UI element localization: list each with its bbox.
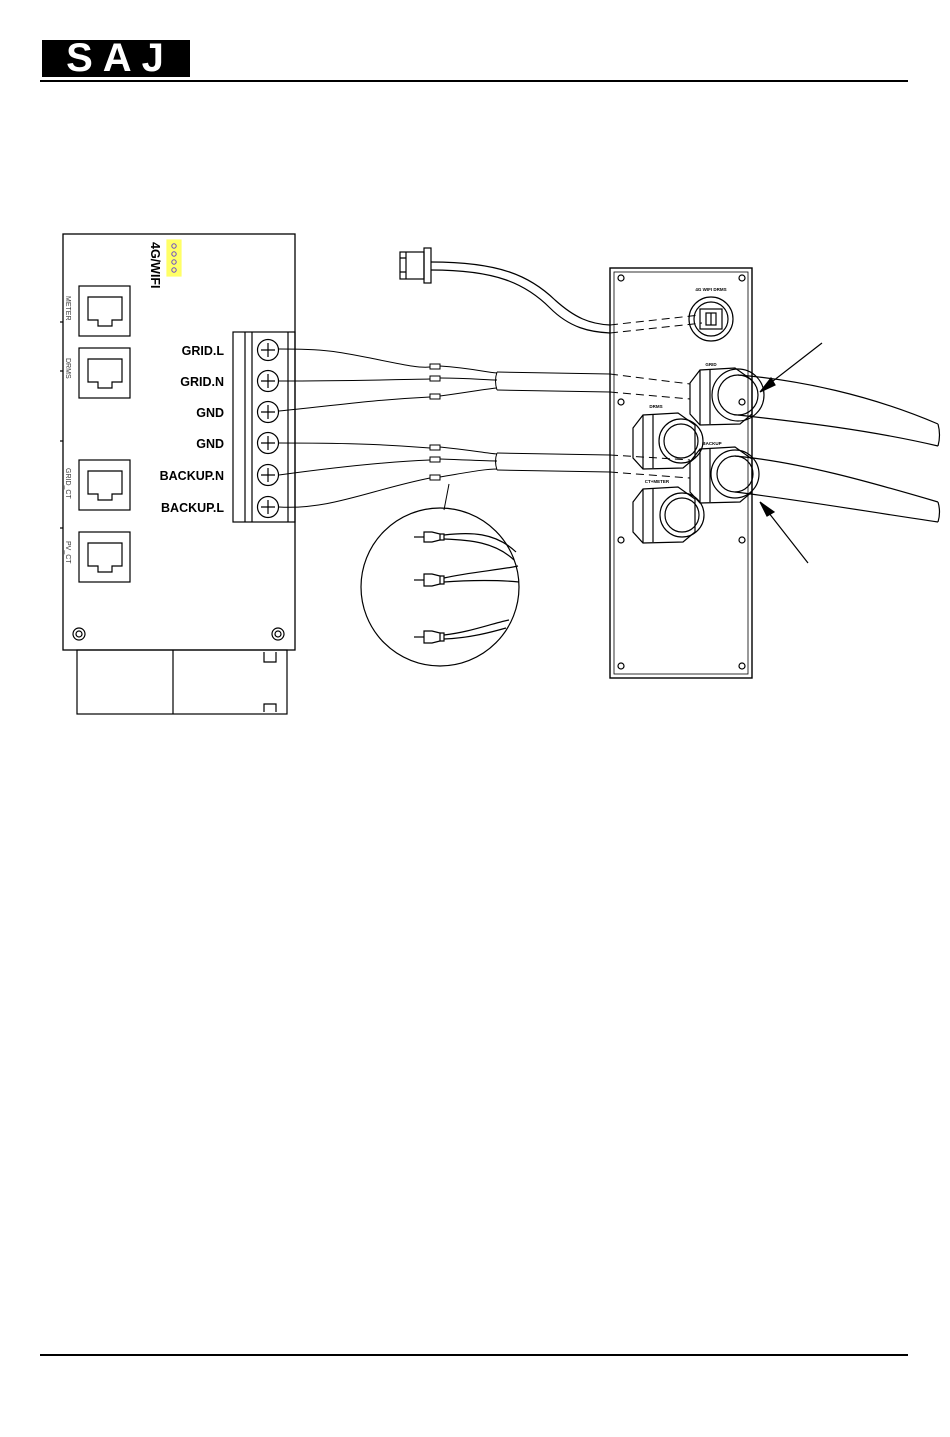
meter-port xyxy=(79,286,130,336)
terminal-label-grid-n: GRID.N xyxy=(180,375,224,389)
port-label-meter: METER xyxy=(64,296,71,321)
grid-ct-port xyxy=(79,460,130,510)
terminal-label-grid-l: GRID.L xyxy=(182,344,225,358)
panel-label-backup: BACKUP xyxy=(702,441,721,446)
footer-rule xyxy=(40,1354,908,1356)
panel-label-comm: 4G WIFI DRMS xyxy=(695,287,726,292)
panel-label-drms: DRMS xyxy=(649,404,662,409)
panel-label-grid: GRID xyxy=(705,362,717,367)
grid-arrow xyxy=(760,343,822,392)
terminal-label-gnd-1: GND xyxy=(196,406,224,420)
module-highlight xyxy=(167,240,181,276)
ferrule-3 xyxy=(414,620,509,643)
communication-gland xyxy=(689,297,733,341)
grid-gland xyxy=(690,368,940,446)
communication-cable xyxy=(400,248,610,333)
backup-wires xyxy=(279,443,610,510)
terminal-label-gnd-2: GND xyxy=(196,437,224,451)
backup-gland xyxy=(690,447,940,522)
module-label: 4G/WIFI xyxy=(148,242,162,289)
terminal-screws xyxy=(258,340,279,518)
hidden-routing-lines xyxy=(610,315,702,478)
grid-wires xyxy=(279,349,610,411)
ferrule-detail-callout xyxy=(361,508,519,666)
port-label-pv-ct: PV_CT xyxy=(64,541,71,564)
ferrule-2 xyxy=(414,566,519,586)
port-label-drms: DRMS xyxy=(64,358,71,379)
backup-arrow xyxy=(760,502,808,563)
pv-ct-port xyxy=(79,532,130,582)
panel-label-ct-meter: CT+METER xyxy=(645,479,670,484)
drms-port xyxy=(79,348,130,398)
terminal-label-backup-n: BACKUP.N xyxy=(160,469,224,483)
port-label-grid-ct: GRID_CT xyxy=(64,468,71,499)
terminal-block xyxy=(233,332,295,522)
terminal-label-backup-l: BACKUP.L xyxy=(161,501,224,515)
drms-gland xyxy=(633,413,703,469)
